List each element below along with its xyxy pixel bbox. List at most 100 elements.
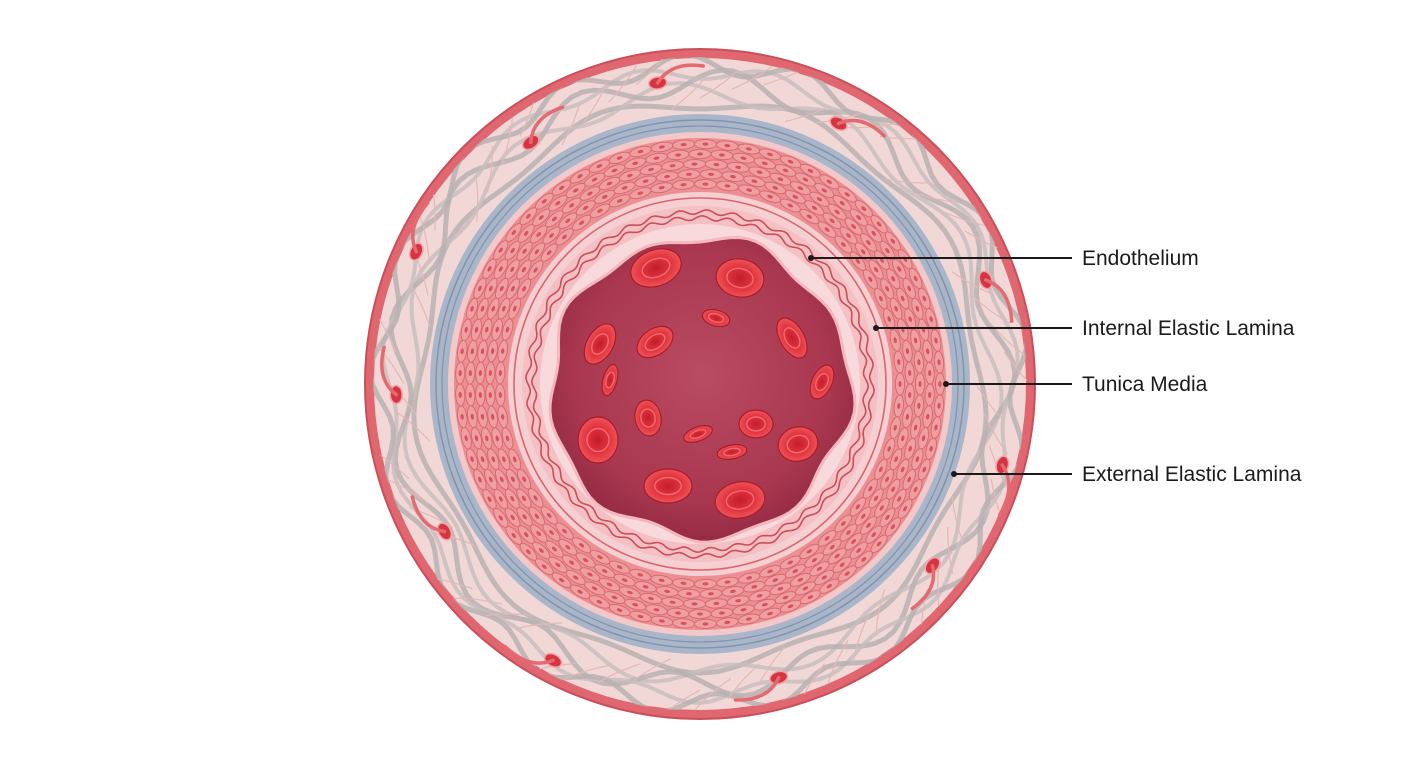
cell-nucleus <box>885 514 890 521</box>
cell-nucleus <box>697 152 703 156</box>
cell-nucleus <box>534 249 540 255</box>
cell-nucleus <box>577 589 583 594</box>
cell-nucleus <box>468 370 472 377</box>
cell-nucleus <box>511 229 517 236</box>
cell-nucleus <box>621 578 628 582</box>
fine-fiber <box>394 410 431 442</box>
cell-nucleus <box>691 602 698 606</box>
cell-nucleus <box>510 266 515 272</box>
fine-fiber <box>875 588 886 635</box>
cell-nucleus <box>751 179 758 183</box>
cell-nucleus <box>866 522 871 528</box>
cell-nucleus <box>797 186 804 191</box>
fine-fiber <box>694 677 732 711</box>
cell-nucleus <box>767 569 773 574</box>
cell-nucleus <box>772 186 779 190</box>
cell-nucleus <box>538 548 544 553</box>
label-external-elastic-lamina-text: External Elastic Lamina <box>1082 463 1302 486</box>
cell-nucleus <box>802 586 809 591</box>
cell-nucleus <box>538 215 544 220</box>
vessel-branch <box>836 118 886 138</box>
label-endothelium: Endothelium <box>808 247 1199 270</box>
cell-nucleus <box>807 595 814 600</box>
cell-nucleus <box>474 326 479 333</box>
cell-nucleus <box>756 594 763 598</box>
cell-nucleus <box>724 143 731 148</box>
cell-nucleus <box>897 403 901 409</box>
fine-fiber <box>409 507 453 528</box>
cell-nucleus <box>490 413 495 420</box>
cell-nucleus <box>905 348 910 355</box>
cell-nucleus <box>713 162 720 167</box>
cell-nucleus <box>797 577 804 582</box>
cell-nucleus <box>811 557 818 563</box>
cell-nucleus <box>934 424 938 431</box>
cell-nucleus <box>606 181 613 186</box>
cell-nucleus <box>871 532 877 538</box>
cell-nucleus <box>839 562 845 568</box>
cell-nucleus <box>860 513 866 519</box>
cell-nucleus <box>897 359 901 365</box>
cell-nucleus <box>480 348 485 355</box>
cell-nucleus <box>478 392 482 398</box>
cell-nucleus <box>834 209 840 215</box>
cell-nucleus <box>708 592 714 596</box>
cell-nucleus <box>929 445 933 452</box>
cell-nucleus <box>777 586 784 591</box>
cell-nucleus <box>637 149 644 154</box>
cell-nucleus <box>536 531 542 537</box>
cell-nucleus <box>898 381 902 387</box>
red-blood-cell <box>630 248 682 288</box>
cell-nucleus <box>829 544 835 550</box>
cell-nucleus <box>934 337 938 344</box>
cell-nucleus <box>802 177 809 182</box>
cell-nucleus <box>510 514 515 521</box>
cell-nucleus <box>616 156 623 160</box>
cell-nucleus <box>591 177 598 182</box>
cell-nucleus <box>642 179 649 183</box>
elastic-lamina-wave <box>530 214 870 554</box>
cell-nucleus <box>498 392 502 398</box>
cell-nucleus <box>551 546 557 552</box>
vessel-branch <box>503 644 555 665</box>
fine-fiber <box>608 63 638 103</box>
cell-nucleus <box>878 295 883 302</box>
cell-nucleus <box>893 424 897 431</box>
cell-nucleus <box>894 456 898 463</box>
cell-nucleus <box>724 620 731 625</box>
cell-nucleus <box>480 456 485 463</box>
cell-nucleus <box>611 595 618 600</box>
lumen <box>548 235 857 544</box>
fine-fiber <box>975 383 1005 422</box>
cell-nucleus <box>658 145 665 149</box>
cell-nucleus <box>680 581 687 585</box>
cell-nucleus <box>587 191 593 196</box>
cell-nucleus <box>908 392 912 398</box>
cell-nucleus <box>577 174 583 179</box>
cell-nucleus <box>470 305 474 312</box>
fine-fiber <box>853 615 869 661</box>
cell-nucleus <box>533 495 538 501</box>
cell-nucleus <box>460 348 464 355</box>
cell-nucleus <box>642 585 649 589</box>
cell-nucleus <box>562 528 567 534</box>
cell-nucleus <box>767 611 773 616</box>
cell-nucleus <box>488 285 493 292</box>
fine-fiber <box>939 209 985 226</box>
cell-nucleus <box>829 218 835 224</box>
cell-nucleus <box>546 250 552 256</box>
cell-nucleus <box>573 575 579 580</box>
cell-nucleus <box>653 156 660 160</box>
cell-nucleus <box>582 205 589 211</box>
cell-nucleus <box>806 214 813 219</box>
cell-nucleus <box>787 159 794 164</box>
red-blood-cells <box>577 248 835 519</box>
cell-nucleus <box>565 544 571 550</box>
fine-fiber <box>947 526 954 574</box>
cell-nucleus <box>938 381 942 387</box>
cell-nucleus <box>907 285 912 292</box>
cell-nucleus <box>521 495 527 502</box>
cell-nucleus <box>669 600 676 604</box>
fine-fiber <box>631 657 672 683</box>
